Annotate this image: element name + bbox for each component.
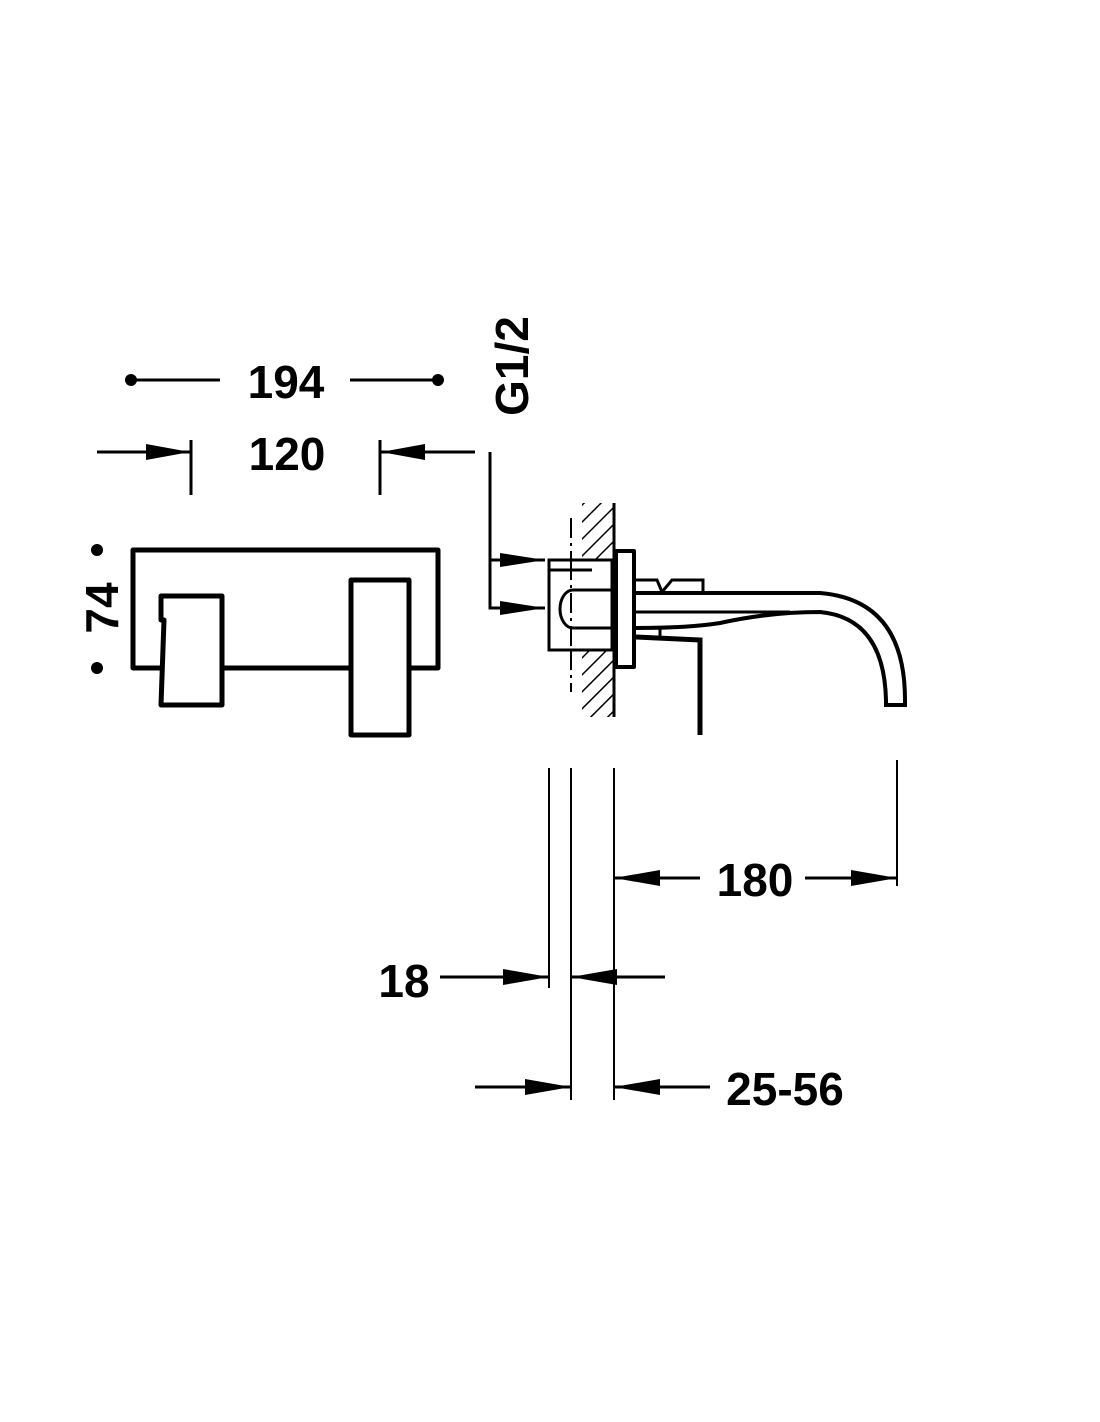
- dimension-wall-range: 25-56: [475, 1063, 844, 1115]
- label-180: 180: [717, 854, 794, 906]
- dimension-handle-spacing: 120: [97, 428, 475, 495]
- label-18: 18: [378, 955, 429, 1007]
- label-g1-2: G1/2: [486, 316, 538, 416]
- label-25-56: 25-56: [726, 1063, 844, 1115]
- label-120: 120: [249, 428, 326, 480]
- side-view: [547, 503, 907, 735]
- dimension-plate-height: 74: [76, 544, 128, 674]
- front-view: [130, 547, 441, 738]
- label-194: 194: [248, 356, 325, 408]
- dimension-spout-projection: 180: [614, 854, 897, 906]
- dimension-overall-width: 194: [125, 356, 444, 408]
- label-74: 74: [76, 582, 128, 634]
- extension-lines: [548, 760, 898, 1100]
- dimension-plate-depth: 18: [378, 955, 665, 1007]
- dimension-connection: G1/2: [486, 316, 545, 615]
